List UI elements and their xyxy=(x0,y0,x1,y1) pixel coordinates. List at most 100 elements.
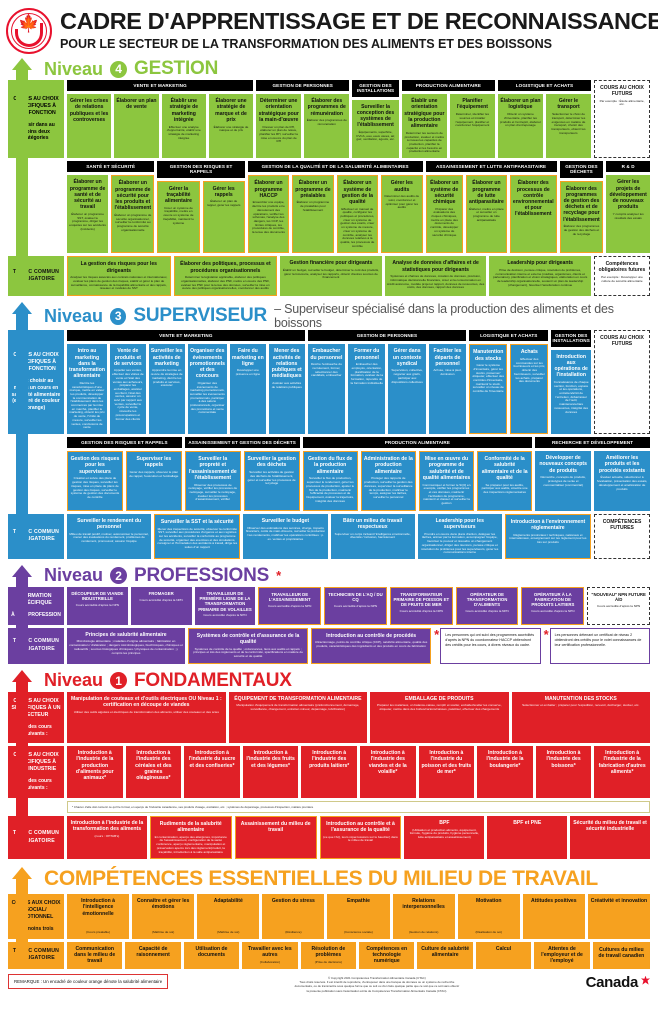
essential-tronc-card[interactable]: Capacité de raisonnement xyxy=(125,942,181,969)
course-card[interactable]: Élaborer des processus de contrôle envir… xyxy=(509,175,557,254)
essential-tronc-card[interactable]: Travailler avec les autres(Collaboration… xyxy=(242,942,298,969)
essential-tronc-card[interactable]: Communication dans le milieu de travail xyxy=(67,942,123,969)
essential-course-card[interactable]: Attitudes positives xyxy=(522,894,585,940)
industry-course-card[interactable]: Introduction à l'industrie du sucre et d… xyxy=(184,746,240,798)
course-card[interactable]: Élaborer un programme de sécurité pour l… xyxy=(111,175,155,254)
course-card[interactable]: Surveiller la propreté et l'assainisseme… xyxy=(184,451,241,511)
essential-tronc-card[interactable]: Culture de salubrité alimentaire xyxy=(417,942,473,969)
course-card[interactable]: Gestion des risques pour les superviseur… xyxy=(67,451,123,511)
sector-course-card[interactable]: Manipulation de couteaux et d'outils éle… xyxy=(67,691,226,744)
essential-course-card[interactable]: Connaître et gérer les émotions(Maîtrise… xyxy=(132,894,195,940)
course-card[interactable]: Assainissement du milieu de travail xyxy=(234,815,317,860)
course-card[interactable]: Organiser des évènements promotionnels e… xyxy=(187,344,227,434)
course-card[interactable]: Intro au marketing dans la transformatio… xyxy=(67,344,107,434)
essential-tronc-card[interactable]: Calcul xyxy=(475,942,532,969)
course-card[interactable]: Élaborer une stratégie de marque et de p… xyxy=(208,94,254,159)
course-card[interactable]: Élaborer un système de sécurité chimique… xyxy=(425,175,464,254)
industry-course-card[interactable]: Introduction à l'industrie des fruits et… xyxy=(242,746,299,798)
course-card[interactable]: BPF(Utilisation et production aliments, … xyxy=(404,815,485,860)
course-card[interactable]: Introduction au contrôle et à l'assuranc… xyxy=(319,815,402,860)
course-card[interactable]: Surveiller la conception des systèmes de… xyxy=(352,99,399,159)
course-card[interactable]: Systèmes de contrôle et d'assurance de l… xyxy=(188,627,309,664)
occupation-card[interactable]: TRANSFORMATEUR PRIMAIRE DE POISSON ET DE… xyxy=(389,586,453,625)
occupation-card[interactable]: OPÉRATEUR À LA FABRICATION DE PRODUITS L… xyxy=(521,586,585,625)
course-card[interactable]: Développer de nouveaux concepts de produ… xyxy=(535,451,592,511)
essential-course-card[interactable]: Gestion du stress(Résilience) xyxy=(262,894,325,940)
course-card[interactable]: Élaborer un programme de santé et de séc… xyxy=(67,175,109,254)
course-card[interactable]: La gestion des risques pour les dirigean… xyxy=(67,256,171,297)
course-card[interactable]: Élaborer des politiques, processus et pr… xyxy=(173,256,278,297)
essential-tronc-card[interactable]: Résolution de problèmes(Prise de décisio… xyxy=(300,942,357,969)
industry-course-card[interactable]: Introduction à l'industrie de la fabrica… xyxy=(594,746,650,798)
essential-course-card[interactable]: Créativité et innovation xyxy=(587,894,650,940)
course-card[interactable]: Administration de la production alimenta… xyxy=(360,451,416,511)
essential-course-card[interactable]: Adaptabilité(Maîtrise de soi) xyxy=(197,894,260,940)
industry-course-card[interactable]: Introduction à l'industrie des produits … xyxy=(301,746,357,798)
essential-course-card[interactable]: Motivation(Réalisation de soi) xyxy=(457,894,520,940)
course-card[interactable]: Élaborer un plan de vente xyxy=(114,94,159,159)
industry-course-card[interactable]: Introduction à l'industrie du poisson et… xyxy=(418,746,475,798)
course-card[interactable]: BPF et PNE xyxy=(487,815,568,860)
industry-course-card[interactable]: Introduction à l'industrie de la boulang… xyxy=(477,746,533,798)
essential-tronc-card[interactable]: Attentes de l'employeur et de l'employé xyxy=(534,942,590,969)
industry-course-card[interactable]: Introduction à l'industrie des céréales … xyxy=(125,746,182,798)
sector-course-card[interactable]: ÉQUIPEMENT DE TRANSFORMATION ALIMENTAIRE… xyxy=(228,691,368,744)
essential-course-card[interactable]: Relations interpersonnelles(Gestion de r… xyxy=(392,894,455,940)
course-card[interactable]: Introduction à l'environnement réglement… xyxy=(504,513,592,559)
essential-tronc-card[interactable]: Cultures du milieu de travail canadien xyxy=(592,942,651,969)
course-card[interactable]: Introduction à l'industrie de la transfo… xyxy=(67,815,147,860)
course-card[interactable]: Sécurité du milieu de travail et sécurit… xyxy=(570,815,651,860)
essential-course-card[interactable]: Introduction à l'intelligence émotionnel… xyxy=(67,894,130,940)
industry-course-card[interactable]: Introduction à l'industrie des viandes e… xyxy=(359,746,416,798)
course-card[interactable]: Élaborer un programme de lutte antiparas… xyxy=(466,175,507,254)
course-card[interactable]: Conformité de la salubrité alimentaire e… xyxy=(477,451,533,511)
occupation-card[interactable]: TRAVAILLEUR DE PREMIÈRE LIGNE DE LA TRAN… xyxy=(194,586,256,625)
course-card[interactable]: Déterminer une orientation stratégique p… xyxy=(256,94,302,159)
course-card[interactable]: Élaborer un système de gestion de la qua… xyxy=(336,175,379,254)
essential-tronc-card[interactable]: Utilisation de documents xyxy=(183,942,240,969)
industry-course-card[interactable]: Introduction à l'industrie de la product… xyxy=(67,746,123,798)
course-card[interactable]: Analyse de données d'affaires et de stat… xyxy=(384,256,487,297)
course-card[interactable]: Gérer les crises de relations publiques … xyxy=(67,94,112,159)
course-card[interactable]: Gérer les projets de développement de no… xyxy=(606,175,650,254)
course-card[interactable]: Élaborer des programmes de gestion des d… xyxy=(559,180,604,254)
course-card[interactable]: Introduction aux opérations de l'install… xyxy=(551,349,591,434)
course-card[interactable]: Améliorer les produits et les procédés e… xyxy=(594,451,650,511)
course-card[interactable]: Mise en œuvre du programme de salubrité … xyxy=(418,451,475,511)
industry-course-card[interactable]: Introduction à l'industrie des boissons* xyxy=(535,746,592,798)
essential-tronc-card[interactable]: Compétences en technologie numérique xyxy=(359,942,415,969)
essential-course-card[interactable]: Empathie(Conscience sociale) xyxy=(327,894,390,940)
